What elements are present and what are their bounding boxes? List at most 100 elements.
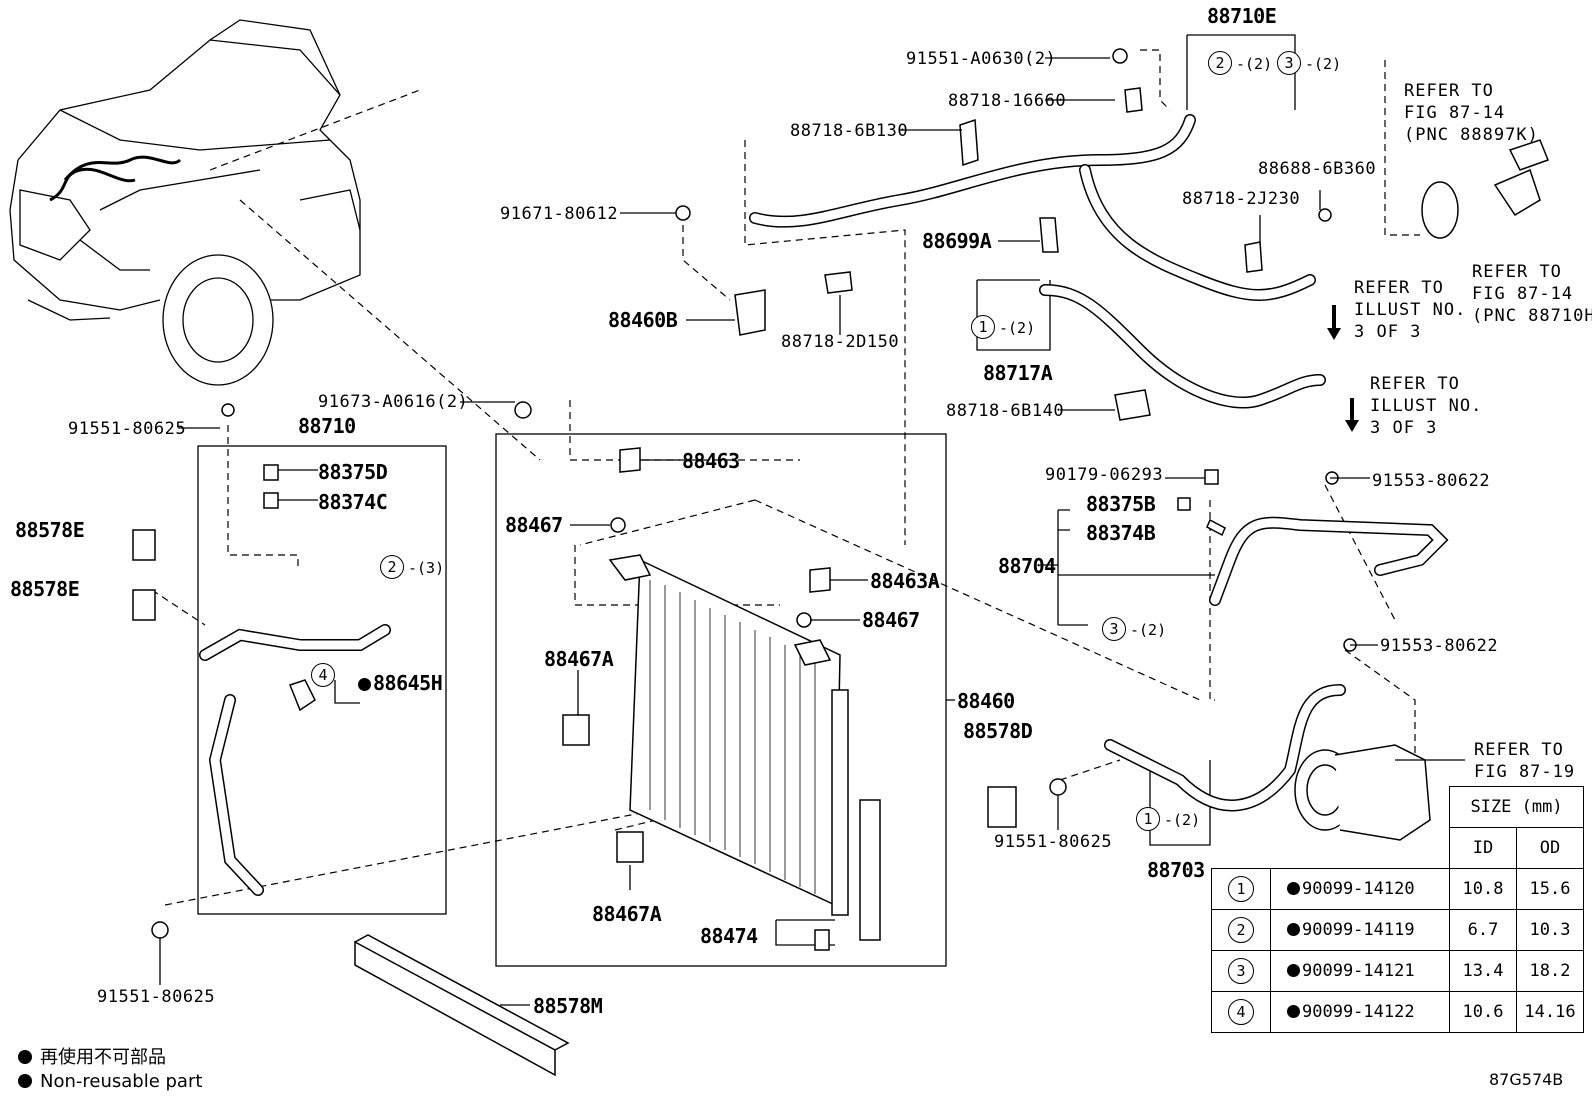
part-label-88578M: 88578M bbox=[533, 994, 603, 1018]
circle-marker-1-88703: 1 bbox=[1136, 807, 1160, 831]
bracket-88704 bbox=[1057, 509, 1215, 626]
quantity-1-88717A: -(2) bbox=[999, 319, 1036, 337]
row-number: 1 bbox=[1228, 876, 1254, 902]
callout-line bbox=[1384, 60, 1420, 236]
callout-line bbox=[1324, 484, 1396, 621]
non-reusable-dot-icon bbox=[1287, 964, 1300, 977]
bracket-88710E bbox=[1186, 34, 1296, 110]
refer-note-illust-lower: REFER TO ILLUST NO. 3 OF 3 bbox=[1370, 374, 1483, 438]
table-row: 1 90099-14120 10.8 15.6 bbox=[1211, 868, 1584, 910]
callout-line bbox=[569, 400, 800, 461]
pipes bbox=[199, 114, 1449, 896]
column-header-id: ID bbox=[1449, 827, 1517, 869]
row-number: 2 bbox=[1228, 917, 1254, 943]
outer-diameter: 15.6 bbox=[1516, 868, 1584, 910]
size-header: SIZE (mm) bbox=[1449, 786, 1584, 828]
part-label-91553-80622-upper: 91553-80622 bbox=[1372, 471, 1491, 491]
seal-part-number: 90099-14119 bbox=[1302, 920, 1415, 940]
figure-code: 87G574B bbox=[1489, 1070, 1564, 1089]
part-label-88467A-upper: 88467A bbox=[544, 647, 614, 671]
table-row: 4 90099-14122 10.6 14.16 bbox=[1211, 991, 1584, 1033]
part-label-88467A-lower: 88467A bbox=[592, 902, 662, 926]
part-label-88474: 88474 bbox=[700, 924, 758, 948]
column-header-od: OD bbox=[1516, 827, 1584, 869]
condenser bbox=[608, 554, 881, 941]
part-label-88718-16660: 88718-16660 bbox=[948, 91, 1067, 111]
quantity-2-top: -(2) bbox=[1236, 55, 1273, 73]
vehicle-illustration bbox=[9, 19, 361, 386]
inner-diameter: 10.6 bbox=[1449, 991, 1517, 1033]
assembly-box-88710 bbox=[197, 445, 447, 915]
seal-ring bbox=[1421, 181, 1459, 239]
legend-line-japanese: 再使用不可部品 bbox=[18, 1046, 202, 1070]
quantity-3-top: -(2) bbox=[1305, 55, 1342, 73]
callout-line bbox=[1209, 500, 1215, 701]
non-reusable-dot-icon bbox=[18, 1074, 32, 1088]
non-reusable-dot-icon bbox=[18, 1050, 32, 1064]
quantity-1-88703: -(2) bbox=[1164, 811, 1201, 829]
callout-line bbox=[209, 89, 421, 171]
inner-diameter: 10.8 bbox=[1449, 868, 1517, 910]
part-label-88718-6B130: 88718-6B130 bbox=[790, 121, 909, 141]
circle-marker-2-88710: 2 bbox=[380, 555, 404, 579]
legend-text-english: Non-reusable part bbox=[40, 1071, 203, 1092]
compressor bbox=[1294, 744, 1431, 841]
part-label-91551-80625-bottom: 91551-80625 bbox=[97, 987, 216, 1007]
part-label-88703: 88703 bbox=[1147, 858, 1205, 882]
seal-size-table: SIZE (mm) ID OD 1 90099-14120 10.8 15.6 … bbox=[1211, 786, 1584, 1033]
inner-diameter: 13.4 bbox=[1449, 950, 1517, 992]
part-label-88699A: 88699A bbox=[922, 229, 992, 253]
seal-part-number: 90099-14120 bbox=[1302, 879, 1415, 899]
row-number: 4 bbox=[1228, 999, 1254, 1025]
part-label-88460B: 88460B bbox=[608, 308, 678, 332]
outer-diameter: 14.16 bbox=[1516, 991, 1584, 1033]
table-row: 2 90099-14119 6.7 10.3 bbox=[1211, 909, 1584, 951]
seal-part-number: 90099-14122 bbox=[1302, 1002, 1415, 1022]
non-reusable-dot-icon bbox=[1287, 923, 1300, 936]
part-label-91671-80612: 91671-80612 bbox=[500, 204, 619, 224]
non-reusable-dot-icon bbox=[1287, 882, 1300, 895]
seal-88578m bbox=[354, 934, 570, 1077]
circle-marker-3-88704: 3 bbox=[1102, 617, 1126, 641]
part-label-88460: 88460 bbox=[957, 689, 1015, 713]
callout-line bbox=[682, 225, 731, 301]
circle-marker-3-top: 3 bbox=[1277, 51, 1301, 75]
quantity-3-88704: -(2) bbox=[1130, 621, 1167, 639]
part-label-91673-A0616: 91673-A0616(2) bbox=[318, 392, 469, 412]
legend-line-english: Non-reusable part bbox=[18, 1070, 202, 1094]
callout-line bbox=[239, 199, 541, 461]
part-label-88717A: 88717A bbox=[983, 361, 1053, 385]
part-label-88375D: 88375D bbox=[318, 460, 388, 484]
refer-note-pnc-88710H: REFER TO FIG 87-14 (PNC 88710H) bbox=[1472, 262, 1592, 326]
part-label-88375B: 88375B bbox=[1086, 492, 1156, 516]
part-label-88374B: 88374B bbox=[1086, 521, 1156, 545]
part-label-88463A: 88463A bbox=[870, 569, 940, 593]
arrows bbox=[1327, 305, 1359, 432]
part-label-88578E-lower: 88578E bbox=[10, 577, 80, 601]
small-parts bbox=[132, 48, 1357, 951]
callout-line bbox=[227, 425, 299, 570]
refer-note-fig-87-19: REFER TO FIG 87-19 bbox=[1474, 740, 1576, 782]
non-reusable-dot-icon bbox=[1287, 1005, 1300, 1018]
circle-marker-4-88710: 4 bbox=[311, 663, 335, 687]
bracket-88645H bbox=[334, 680, 360, 704]
callout-line bbox=[754, 499, 1201, 701]
part-label-88704: 88704 bbox=[998, 554, 1056, 578]
part-label-88374C: 88374C bbox=[318, 490, 388, 514]
callout-line bbox=[151, 589, 206, 626]
legend-text-japanese: 再使用不可部品 bbox=[40, 1047, 166, 1068]
part-label-88710E: 88710E bbox=[1207, 4, 1277, 28]
bracket-88717A bbox=[976, 279, 1051, 351]
callout-line bbox=[1140, 49, 1171, 111]
part-label-88467-lower: 88467 bbox=[862, 608, 920, 632]
part-label-88467-upper: 88467 bbox=[505, 513, 563, 537]
part-label-88578E-upper: 88578E bbox=[15, 518, 85, 542]
part-label-91551-80625-right: 91551-80625 bbox=[994, 832, 1113, 852]
circle-marker-2-top: 2 bbox=[1208, 51, 1232, 75]
part-label-88710: 88710 bbox=[298, 414, 356, 438]
refer-note-pnc-88897K: REFER TO FIG 87-14 (PNC 88897K) bbox=[1404, 81, 1539, 145]
part-label-90179-06293: 90179-06293 bbox=[1045, 465, 1164, 485]
inner-diameter: 6.7 bbox=[1449, 909, 1517, 951]
outer-diameter: 10.3 bbox=[1516, 909, 1584, 951]
